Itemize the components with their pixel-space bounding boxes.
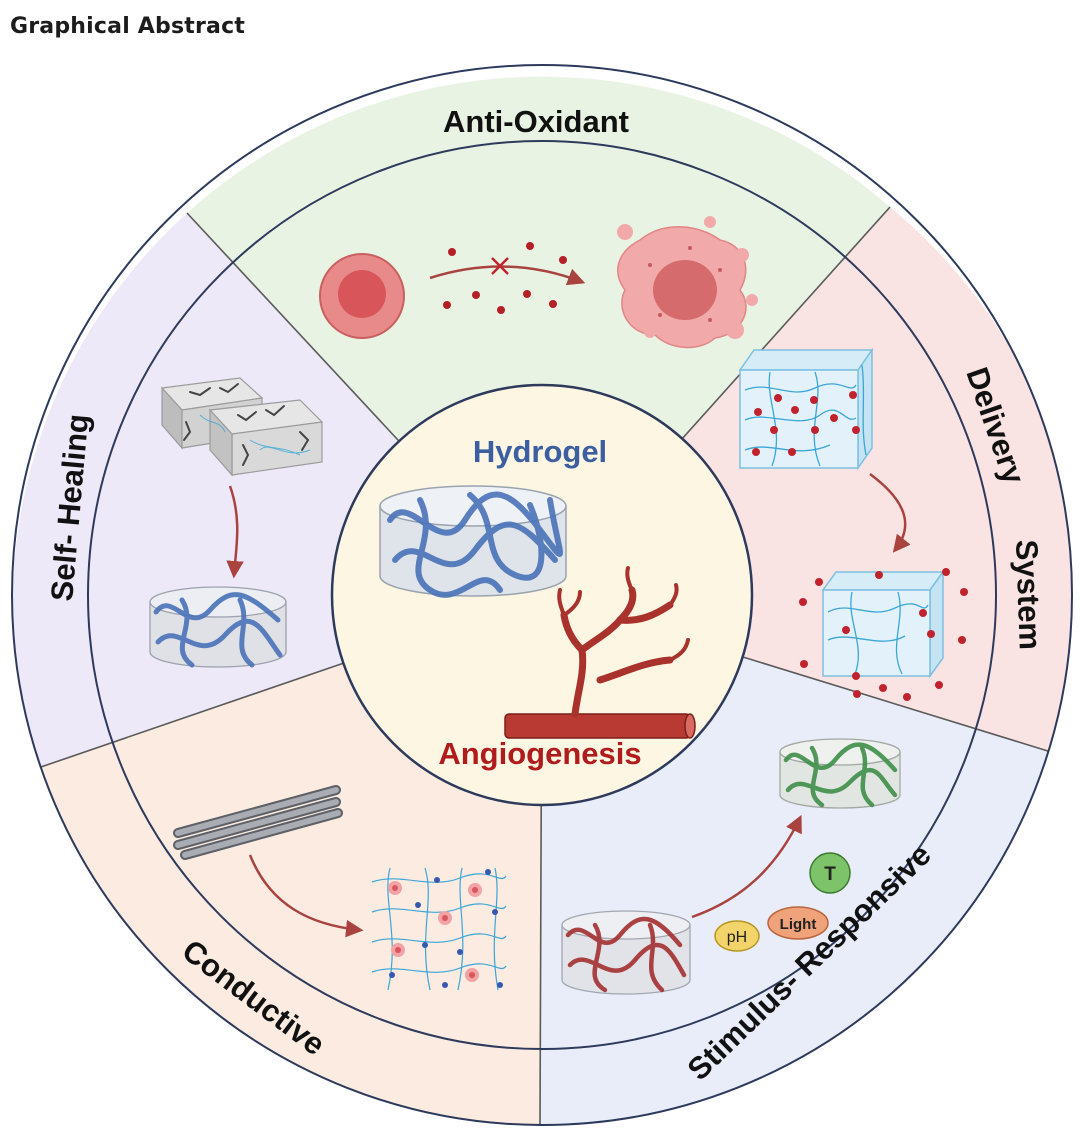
inner-ring xyxy=(87,140,997,1050)
green-hydrogel-cylinder-icon xyxy=(779,738,901,809)
release-arrow xyxy=(869,472,911,553)
cross-mark-icon xyxy=(491,257,509,275)
temperature-badge: T xyxy=(809,852,851,894)
light-badge: Light xyxy=(767,906,829,940)
outer-ring xyxy=(11,64,1073,1126)
hydrogel-cylinder-icon xyxy=(379,485,567,598)
ph-badge-text: pH xyxy=(727,929,747,946)
healthy-cell-icon xyxy=(319,253,405,339)
anti-oxidant-label: Anti-Oxidant xyxy=(443,104,629,139)
blood-vessel-icon xyxy=(504,566,696,739)
segment-wedges xyxy=(12,76,1072,1125)
figure-title: Graphical Abstract xyxy=(10,14,246,39)
light-badge-text: Light xyxy=(780,916,817,933)
anti-oxidant-segment xyxy=(187,76,890,595)
healed-hydrogel-cylinder-icon xyxy=(149,586,287,668)
red-hydrogel-cylinder-icon xyxy=(561,910,691,995)
system-label: System xyxy=(1009,539,1048,650)
blocked-arrow xyxy=(429,265,586,286)
conductive-rods-icon xyxy=(173,785,343,860)
damaged-cell-icon xyxy=(617,216,758,349)
ph-badge: pH xyxy=(714,920,760,952)
response-arrow xyxy=(691,814,802,919)
conductive-arrow xyxy=(248,854,364,938)
healing-arrow xyxy=(226,485,244,579)
broken-hydrogel-pieces-icon xyxy=(160,377,324,477)
temperature-badge-text: T xyxy=(824,864,836,885)
drug-loaded-cube-icon xyxy=(738,347,874,471)
drug-release-cube-icon xyxy=(799,568,968,701)
angiogenesis-label: Angiogenesis xyxy=(438,736,641,771)
hydrogel-label: Hydrogel xyxy=(473,434,607,469)
conductive-network-icon xyxy=(371,867,507,991)
ros-dots xyxy=(443,242,567,314)
